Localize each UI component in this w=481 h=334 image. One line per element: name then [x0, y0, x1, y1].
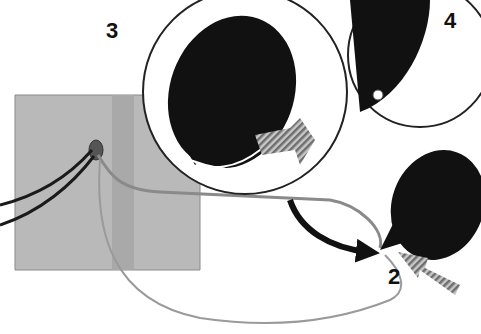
power-cable	[0, 156, 94, 225]
speaker-detail	[147, 0, 317, 187]
callout-number: 4	[444, 10, 456, 32]
speaker-cone	[175, 130, 215, 165]
callout-number: 3	[106, 20, 118, 42]
turn-arrow	[255, 118, 315, 165]
callout-number: 2	[388, 266, 400, 288]
speaker-detail	[350, 0, 430, 112]
insert-arrow	[398, 252, 460, 295]
satellite-speaker	[376, 137, 481, 274]
detail-circle	[348, 0, 481, 127]
cable-hole	[373, 90, 383, 100]
detail-circle	[143, 0, 347, 194]
power-cable	[0, 150, 92, 205]
speaker-cone	[380, 220, 412, 250]
move-arrow	[290, 200, 368, 252]
